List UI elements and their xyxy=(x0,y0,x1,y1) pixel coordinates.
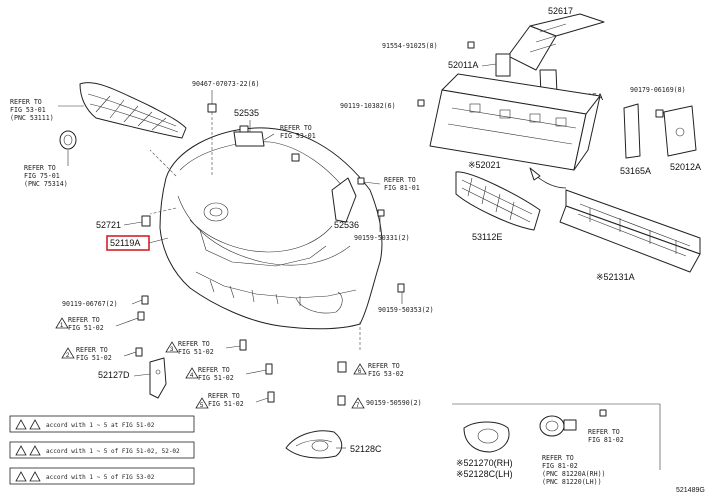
ref-fig81-fog-line2: FIG 81-02 xyxy=(542,462,578,470)
ref-fig51-a-line1: REFER TO xyxy=(68,316,100,324)
bracket-52536 xyxy=(331,177,357,223)
ref-fig75-line2: FIG 75-01 xyxy=(24,172,60,180)
ref-fig53-top-line1: REFER TO xyxy=(10,98,42,106)
part-52131a-label: ※52131A xyxy=(596,272,635,282)
part-52011a-label: 52011A xyxy=(448,60,478,70)
warning-marker-6: 6 xyxy=(353,363,367,375)
fastener-90159-lower-label: 90159-50353(2) xyxy=(378,306,434,314)
warning-marker-4: 4 xyxy=(185,367,199,379)
ref-fig81-fog-line3: (PNC 81220A(RH)) xyxy=(542,470,606,478)
warning-marker-2: 2 xyxy=(61,347,75,359)
ref-fig81-line1: REFER TO xyxy=(384,176,416,184)
svg-text:7: 7 xyxy=(356,403,360,409)
svg-text:accord with 1 ~ 5 of FIG 51-02: accord with 1 ~ 5 of FIG 51-02, 52-02 xyxy=(46,448,180,455)
part-52721-label: 52721 xyxy=(96,220,121,230)
part-52536-label: 52536 xyxy=(334,220,359,230)
svg-text:accord with 1 ~ 5 of FIG 53-02: accord with 1 ~ 5 of FIG 53-02 xyxy=(46,474,155,481)
warning-marker-5: 5 xyxy=(195,397,209,409)
fastener-90159-mid-label: 90159-50331(2) xyxy=(354,234,410,242)
ref-fig53-mid-line1: REFER TO xyxy=(280,124,312,132)
part-52127d-label: 52127D xyxy=(98,370,130,380)
ref-fig51-b-line2: FIG 51-02 xyxy=(76,354,112,362)
lower-grille-53112e xyxy=(455,171,541,231)
part-521270-label: ※521270(RH) xyxy=(456,458,513,468)
ref-fig51-a-line2: FIG 51-02 xyxy=(68,324,104,332)
svg-text:accord with 1 ~ 5 at FIG 51-02: accord with 1 ~ 5 at FIG 51-02 xyxy=(46,422,155,429)
ref-fig53-top-line3: (PNC 53111) xyxy=(10,114,54,122)
fastener-90159-bottom-label: 90159-50590(2) xyxy=(366,399,422,407)
part-52535-label: 52535 xyxy=(234,108,259,118)
ref-fig51-e-line2: FIG 51-02 xyxy=(208,400,244,408)
ref-fig53-low-line1: REFER TO xyxy=(368,362,400,370)
svg-text:1: 1 xyxy=(60,323,64,329)
ref-fig81-fog-line4: (PNC 81220(LH)) xyxy=(542,478,602,486)
absorber-52617 xyxy=(507,13,605,71)
legend-row-1: accord with 1 ~ 5 at FIG 51-02 xyxy=(9,415,195,433)
part-52128c-lh-label: ※52128C(LH) xyxy=(456,469,513,479)
part-52119a-label[interactable]: 52119A xyxy=(110,238,140,248)
ref-fig51-c-line2: FIG 51-02 xyxy=(178,348,214,356)
ref-fig51-b-line1: REFER TO xyxy=(76,346,108,354)
part-52012a-label: 52012A xyxy=(670,162,701,172)
diagram-id: 521489G xyxy=(676,487,705,494)
legend-row-2: accord with 1 ~ 5 of FIG 51-02, 52-02 xyxy=(9,441,195,459)
lower-absorber-52131a xyxy=(559,189,701,273)
ref-fig53-top-line2: FIG 53-01 xyxy=(10,106,46,114)
part-53165a-right-label: 53165A xyxy=(620,166,651,176)
emblem-part xyxy=(59,130,77,150)
legend-row-3: accord with 1 ~ 5 of FIG 53-02 xyxy=(9,467,195,485)
fog-bezel-part xyxy=(463,421,510,453)
bumper-reinforcement-52021 xyxy=(429,73,601,171)
part-52617-label: 52617 xyxy=(548,6,573,16)
fastener-90467-label: 90467-07073-22(6) xyxy=(192,80,260,88)
ref-fig81-line2: FIG 81-01 xyxy=(384,184,420,192)
ref-fig53-mid-line2: FIG 53-01 xyxy=(280,132,316,140)
front-bumper-cover xyxy=(149,127,383,350)
ref-fig51-e-line1: REFER TO xyxy=(208,392,240,400)
part-52128c-label: 52128C xyxy=(350,444,382,454)
warning-marker-3: 3 xyxy=(165,341,179,353)
ref-fig53-low-line2: FIG 53-02 xyxy=(368,370,404,378)
fog-lamp-part xyxy=(539,415,577,437)
fastener-90119-bottom-label: 90119-06767(2) xyxy=(62,300,118,308)
upper-grille xyxy=(79,82,187,139)
svg-text:2: 2 xyxy=(66,353,70,359)
ref-fig51-c-line1: REFER TO xyxy=(178,340,210,348)
fastener-90119-left-label: 90119-10382(6) xyxy=(340,102,396,110)
svg-text:4: 4 xyxy=(190,373,194,379)
ref-fig75-line1: REFER TO xyxy=(24,164,56,172)
svg-text:3: 3 xyxy=(170,347,174,353)
ref-fig81-low-line2: FIG 81-02 xyxy=(588,436,624,444)
ref-fig51-d-line1: REFER TO xyxy=(198,366,230,374)
ref-fig81-low-line1: REFER TO xyxy=(588,428,620,436)
fog-cover-52128c xyxy=(285,430,343,459)
part-52021-label: ※52021 xyxy=(468,160,501,170)
fastener-91554-label: 91554-91025(8) xyxy=(382,42,438,50)
warning-marker-1: 1 xyxy=(55,317,69,329)
ref-fig81-fog-line1: REFER TO xyxy=(542,454,574,462)
ref-fig75-line3: (PNC 75314) xyxy=(24,180,68,188)
svg-text:6: 6 xyxy=(358,369,362,375)
svg-text:5: 5 xyxy=(200,403,204,409)
bracket-52127d xyxy=(149,357,167,399)
fog-group-frame xyxy=(452,403,661,470)
ref-fig51-d-line2: FIG 51-02 xyxy=(198,374,234,382)
fastener-90179-label: 90179-06169(8) xyxy=(630,86,686,94)
warning-marker-7: 7 xyxy=(351,397,365,409)
part-53112e-label: 53112E xyxy=(472,232,502,242)
